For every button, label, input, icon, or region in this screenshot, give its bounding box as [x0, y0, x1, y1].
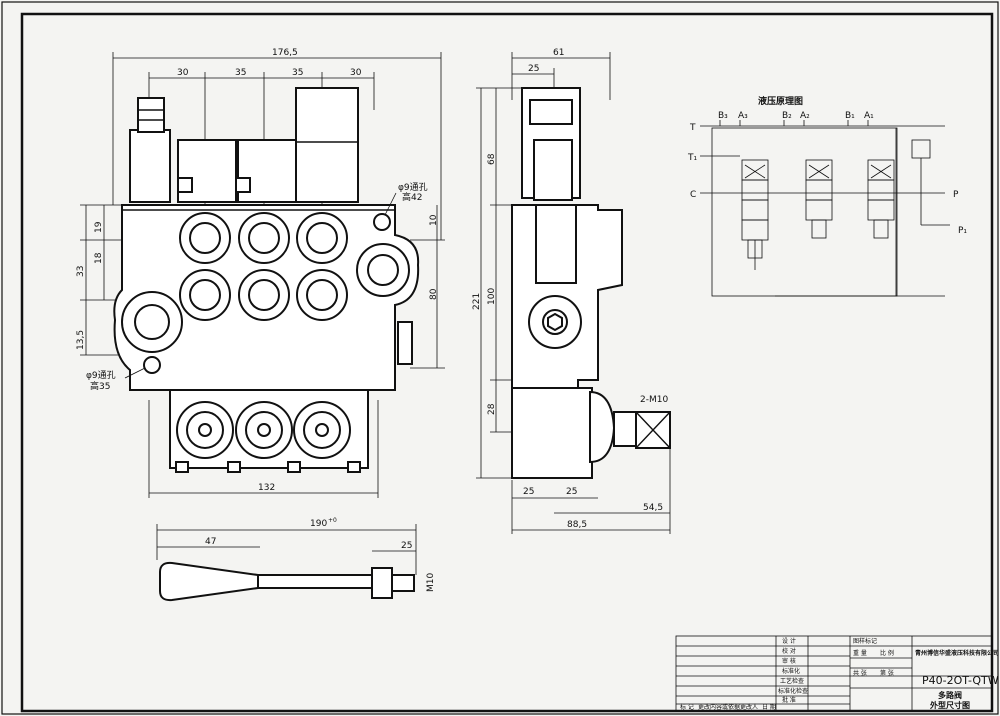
port-b1: B₁	[845, 111, 855, 121]
dim-handle-tol: +0	[328, 517, 337, 524]
side-view: 61 25 221 68 100 28 2-M10 25 2	[472, 48, 671, 534]
port-p: P	[953, 190, 959, 200]
dim-side-thread: 2-M10	[640, 395, 668, 405]
dim-left-13-5: 13,5	[76, 330, 86, 350]
port-b2: B₂	[782, 111, 792, 121]
note-hole-top: φ9通孔	[398, 182, 428, 193]
dim-right-80: 80	[429, 288, 439, 300]
schematic-title: 液压原理图	[758, 95, 803, 107]
dim-side-28: 28	[487, 403, 497, 415]
dim-seg-2: 35	[235, 68, 246, 78]
dim-seg-3: 35	[292, 68, 303, 78]
dim-side-bottom-88-5: 88,5	[567, 520, 587, 530]
dim-side-bottom-25a: 25	[523, 487, 534, 497]
tb-name-2: 外型尺寸图	[930, 700, 970, 710]
tb-bottom-1: 标 记	[680, 703, 694, 711]
tb-row-3: 审 核	[782, 657, 796, 665]
note-hole-bottom: φ9通孔	[86, 370, 116, 381]
port-p1: P₁	[958, 226, 967, 236]
dim-side-bottom-54-5: 54,5	[643, 503, 663, 513]
tb-row-6: 标准化检查	[778, 687, 808, 695]
dim-side-bottom-25b: 25	[566, 487, 577, 497]
dim-side-221: 221	[472, 293, 482, 310]
dim-bottom-132: 132	[258, 483, 275, 493]
tb-company: 青州博信华盛液压科技有限公司	[915, 649, 999, 657]
note-hole-bottom-height: 高35	[90, 380, 110, 392]
port-t: T	[689, 123, 696, 133]
dim-side-top-61: 61	[553, 48, 564, 58]
tb-bottom-4: 日 期	[762, 703, 776, 711]
tb-row-7: 批 准	[782, 696, 796, 704]
dim-left-19: 19	[94, 221, 104, 233]
dim-handle-end: 25	[401, 541, 412, 551]
dim-seg-4: 30	[350, 68, 362, 78]
hydraulic-schematic: 液压原理图 B₃ A₃ B₂ A₂ B₁ A₁ T T₁ C P P₁	[687, 95, 967, 297]
tb-row-2: 校 对	[782, 647, 796, 655]
port-a3: A₃	[738, 111, 748, 121]
dim-right-10: 10	[429, 214, 439, 226]
dim-total-width: 176,5	[272, 48, 298, 58]
tb-row-4: 标准化	[782, 667, 800, 675]
title-block: 设 计 校 对 审 核 标准化 工艺检查 标准化检查 批 准 图样标记 重 量 …	[675, 635, 999, 712]
tb-model: P40-2OT-QTW	[922, 674, 999, 687]
dim-left-33: 33	[76, 266, 86, 277]
front-view: 176,5 30 35 35 30 19 18 33 13,5 10 80 13…	[76, 48, 445, 498]
dim-handle-length: 190	[310, 519, 327, 529]
port-a1: A₁	[864, 111, 874, 121]
tb-bottom-2: 更改内容或依据	[698, 703, 740, 711]
tb-right-4: 共 张	[853, 669, 867, 677]
port-b3: B₃	[718, 111, 728, 121]
tb-right-5: 第 张	[880, 669, 894, 677]
tb-row-5: 工艺检查	[780, 677, 804, 685]
dim-handle-grip: 47	[205, 537, 216, 547]
dim-handle-thread: M10	[426, 573, 436, 592]
handle-view: 190 +0 47 25 M10	[156, 517, 436, 602]
tb-right-2: 重 量	[853, 649, 867, 657]
tb-row-1: 设 计	[782, 637, 796, 645]
dim-side-68: 68	[487, 153, 497, 165]
tb-right-3: 比 例	[880, 649, 894, 657]
dim-left-18: 18	[94, 252, 104, 264]
tb-name-1: 多路阀	[938, 690, 962, 700]
port-t1: T₁	[687, 153, 697, 163]
dim-side-100: 100	[487, 288, 497, 305]
dim-seg-1: 30	[177, 68, 189, 78]
dim-side-top-25: 25	[528, 64, 539, 74]
port-c: C	[690, 190, 696, 200]
tb-bottom-3: 更改人	[740, 703, 758, 711]
note-hole-top-height: 高42	[402, 191, 422, 203]
port-a2: A₂	[800, 111, 810, 121]
tb-right-1: 图样标记	[853, 637, 877, 645]
